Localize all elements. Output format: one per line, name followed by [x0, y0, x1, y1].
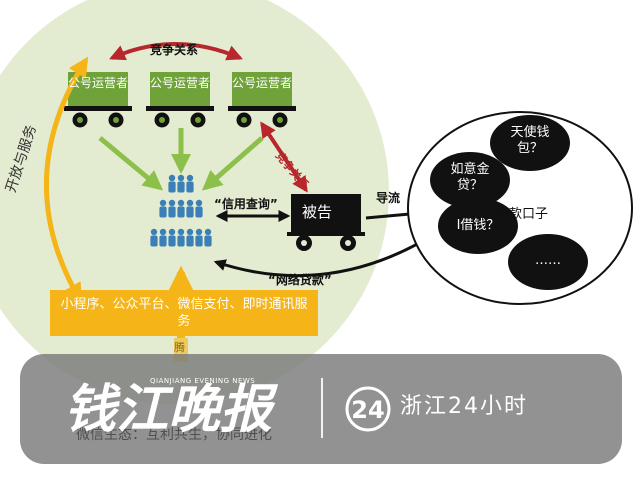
- svg-text:24: 24: [351, 396, 384, 424]
- operator-label-2: 公号运营者: [150, 76, 211, 90]
- platform-label: 小程序、公众平台、微信支付、即时通讯服务: [60, 297, 308, 329]
- platform-under-label: 腾: [174, 341, 185, 354]
- operator-label-3: 公号运营者: [232, 76, 293, 90]
- network-loan-arrow: [213, 230, 439, 278]
- bubble-text-4: ……: [535, 253, 561, 268]
- green-arrow-3: [201, 136, 264, 191]
- watermark-brand-logo: 钱江晚报: [64, 379, 273, 440]
- bubble-text-3: I借钱？: [456, 218, 500, 233]
- green-arrow-1: [98, 136, 164, 191]
- defendant-truck: [287, 194, 365, 251]
- watermark-brand-en: QIANJIANG EVENING NEWS: [150, 377, 256, 385]
- competition-arrow-side: [260, 121, 308, 193]
- bubble-2: [430, 152, 510, 208]
- footer-partial-text: 微信生态：互利共生，协同进化: [76, 427, 272, 443]
- partner-logo-icon: [345, 386, 391, 432]
- credit-query-label: “信用查询”: [214, 197, 278, 211]
- network-loan-label: “网络贷款”: [268, 273, 332, 287]
- open-service-arrow: [43, 56, 89, 304]
- bubble-4: [508, 234, 588, 290]
- loan-circle-label: 贷款口子: [496, 207, 549, 222]
- bubble-text-1: 天使钱包？: [510, 125, 550, 156]
- bubble-1: [490, 115, 570, 171]
- defendant-label: 被告: [302, 203, 333, 221]
- diversion-label: 导流: [376, 191, 401, 205]
- watermark-partner: 浙江24小时: [400, 394, 528, 419]
- competition-label-top: 竞争关系: [150, 43, 199, 57]
- operator-label-1: 公号运营者: [68, 76, 129, 90]
- competition-arrow-top: [109, 42, 243, 61]
- bubble-3: [438, 198, 518, 254]
- bubble-text-2: 如意金贷？: [450, 162, 490, 193]
